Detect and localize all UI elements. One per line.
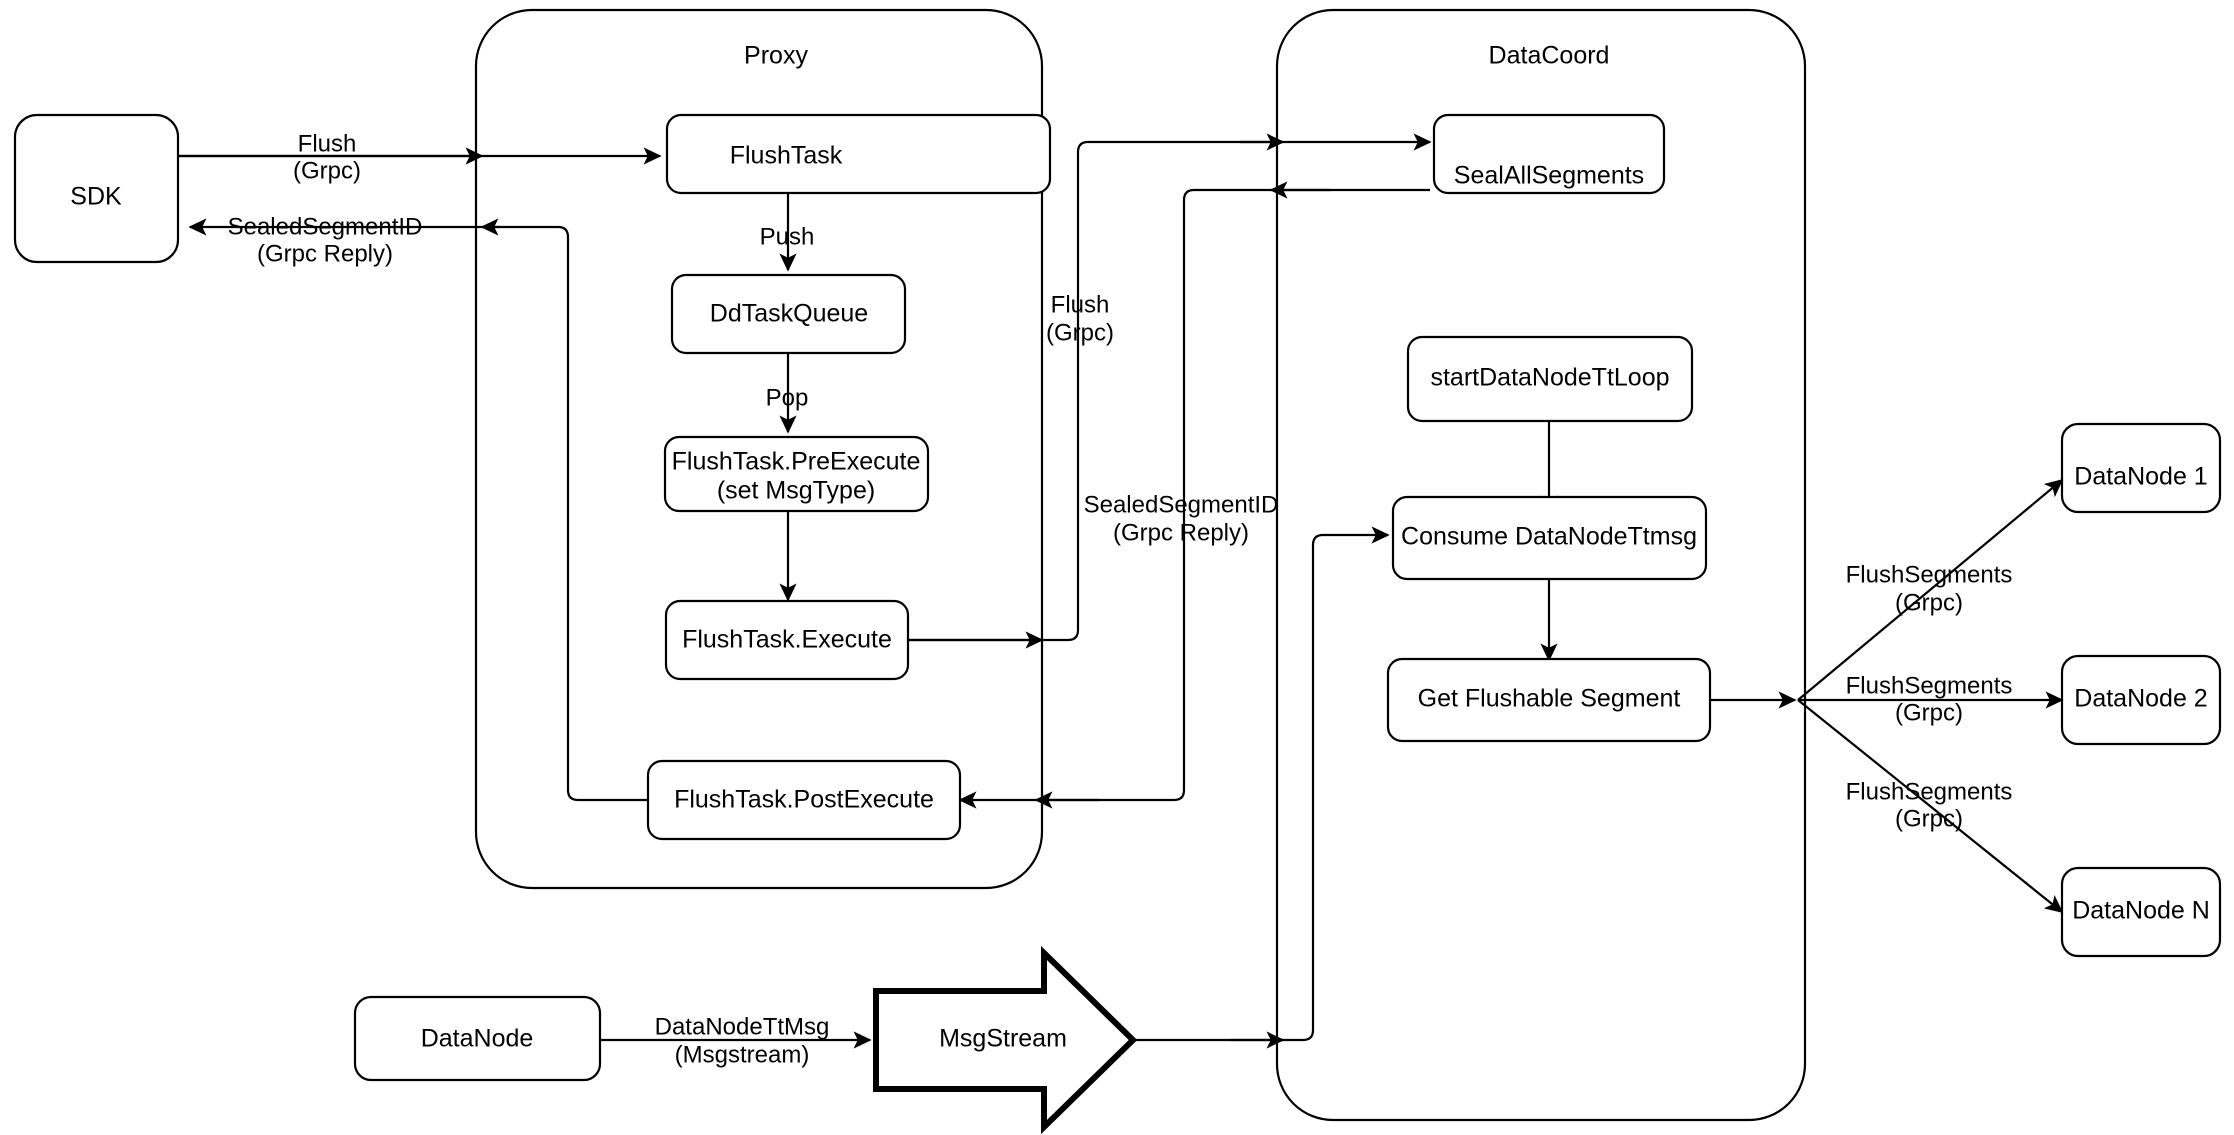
edge-junction-to-datanode-1 [1797,478,2064,701]
node-get-flushable-segment-box[interactable] [1386,657,1712,743]
edge-label-flush-segments-2: FlushSegments (Grpc) [1846,672,2013,726]
node-execute-label: FlushTask.Execute [682,626,892,654]
node-datanode-n[interactable]: DataNode N [2060,866,2222,958]
node-datanode-n-box[interactable] [2060,866,2222,958]
node-pre-execute[interactable]: FlushTask.PreExecute (set MsgType) [663,435,930,513]
edge-label-flushsegments-n-line2: (Grpc) [1895,805,1963,832]
node-sdk-label: SDK [70,183,122,211]
node-execute[interactable]: FlushTask.Execute [664,599,910,681]
edge-label-flush-segments-1: FlushSegments (Grpc) [1846,561,2013,616]
datacoord-container-label: DataCoord [1489,42,1610,70]
node-msgstream[interactable]: MsgStream [873,945,1138,1135]
node-datanode-2-box[interactable] [2060,654,2222,746]
node-pre-execute-label-line2: (set MsgType) [717,477,875,505]
edge-label-sealedsegmentid-line2: (Grpc Reply) [257,240,393,267]
node-datanode-2[interactable]: DataNode 2 [2060,654,2222,746]
edge-label-push: Push [760,223,815,250]
edge-label-flush-line1: Flush [298,130,357,157]
edge-label-datacoord-to-proxy: SealedSegmentID (Grpc Reply) [1084,491,1279,546]
node-seal-all-segments-box[interactable] [1432,113,1666,195]
node-datanode-1[interactable]: DataNode 1 [2060,422,2222,514]
node-seal-all-segments-label: SealAllSegments [1454,162,1644,190]
node-get-flushable-segment-label: Get Flushable Segment [1418,685,1681,713]
node-post-execute-box[interactable] [646,759,962,841]
edge-label-proxy-to-sdk: SealedSegmentID (Grpc Reply) [228,213,423,267]
edge-label-flush-grpc-line1: Flush [1051,291,1110,318]
edge-label-flushsegments-n-line1: FlushSegments [1846,778,2013,805]
edge-label-pop: Pop [766,384,809,411]
edge-execute-to-sealallsegments [908,133,1432,642]
node-sdk[interactable]: SDK [13,113,180,264]
edge-label-flushsegments-1-line2: (Grpc) [1895,589,1963,616]
edge-label-flush-grpc-line2: (Grpc) [1046,319,1114,346]
node-datanode-n-label: DataNode N [2072,897,2210,925]
edge-msgstream-to-consume [1130,526,1390,1042]
node-sdk-box[interactable] [13,113,180,264]
node-datanode-source-label: DataNode [421,1025,534,1053]
node-consume-datanode-ttmsg-box[interactable] [1391,495,1708,581]
node-msgstream-arrow-shape[interactable] [873,945,1138,1135]
edge-label-datanodettmsg-line2: (Msgstream) [675,1041,810,1068]
node-start-datanode-tt-loop-label: startDataNodeTtLoop [1430,364,1669,392]
node-dd-task-queue[interactable]: DdTaskQueue [670,273,907,355]
node-consume-datanode-ttmsg-label: Consume DataNodeTtmsg [1401,523,1697,551]
node-execute-box[interactable] [664,599,910,681]
node-datanode-source[interactable]: DataNode [353,995,602,1082]
node-dd-task-queue-label: DdTaskQueue [710,300,868,328]
node-pre-execute-box[interactable] [663,435,930,513]
node-flush-task-label: FlushTask [730,142,843,170]
node-flush-task-box[interactable] [665,113,1052,195]
edge-postexecute-to-sdk [188,218,648,802]
node-pre-execute-label-line1: FlushTask.PreExecute [672,448,921,476]
edge-label-sdk-to-proxy: Flush (Grpc) [293,130,361,184]
edge-label-sealedsegmentid-reply-line2: (Grpc Reply) [1113,519,1249,546]
node-start-datanode-tt-loop-box[interactable] [1406,335,1694,423]
node-datanode-1-label: DataNode 1 [2074,463,2207,491]
edge-label-proxy-to-datacoord: Flush (Grpc) [1046,291,1114,346]
edge-label-sealedsegmentid-line1: SealedSegmentID [228,213,423,240]
node-seal-all-segments[interactable]: SealAllSegments [1432,113,1666,195]
node-consume-datanode-ttmsg[interactable]: Consume DataNodeTtmsg [1391,495,1708,581]
edge-label-flush-line2: (Grpc) [293,157,361,184]
proxy-container-label: Proxy [744,42,808,70]
edge-sealallsegments-to-postexecute [958,188,1430,809]
node-dd-task-queue-box[interactable] [670,273,907,355]
edge-label-flush-segments-n: FlushSegments (Grpc) [1846,778,2013,832]
node-datanode-source-box[interactable] [353,995,602,1082]
edge-label-flushsegments-2-line1: FlushSegments [1846,672,2013,699]
edge-label-datanodettmsg-line1: DataNodeTtMsg [655,1013,830,1040]
node-flush-task[interactable]: FlushTask [665,113,1052,195]
edge-label-sealedsegmentid-reply-line1: SealedSegmentID [1084,491,1279,518]
node-post-execute-label: FlushTask.PostExecute [674,786,934,814]
node-datanode-2-label: DataNode 2 [2074,685,2207,713]
node-post-execute[interactable]: FlushTask.PostExecute [646,759,962,841]
edge-label-datanode-tt-msg: DataNodeTtMsg (Msgstream) [655,1013,830,1068]
node-msgstream-label: MsgStream [939,1025,1067,1053]
edge-label-flushsegments-2-line2: (Grpc) [1895,699,1963,726]
edge-label-flushsegments-1-line1: FlushSegments [1846,561,2013,588]
node-datanode-1-box[interactable] [2060,422,2222,514]
edge-junction-to-datanode-n [1797,699,2064,914]
node-get-flushable-segment[interactable]: Get Flushable Segment [1386,657,1712,743]
node-start-datanode-tt-loop[interactable]: startDataNodeTtLoop [1406,335,1694,423]
